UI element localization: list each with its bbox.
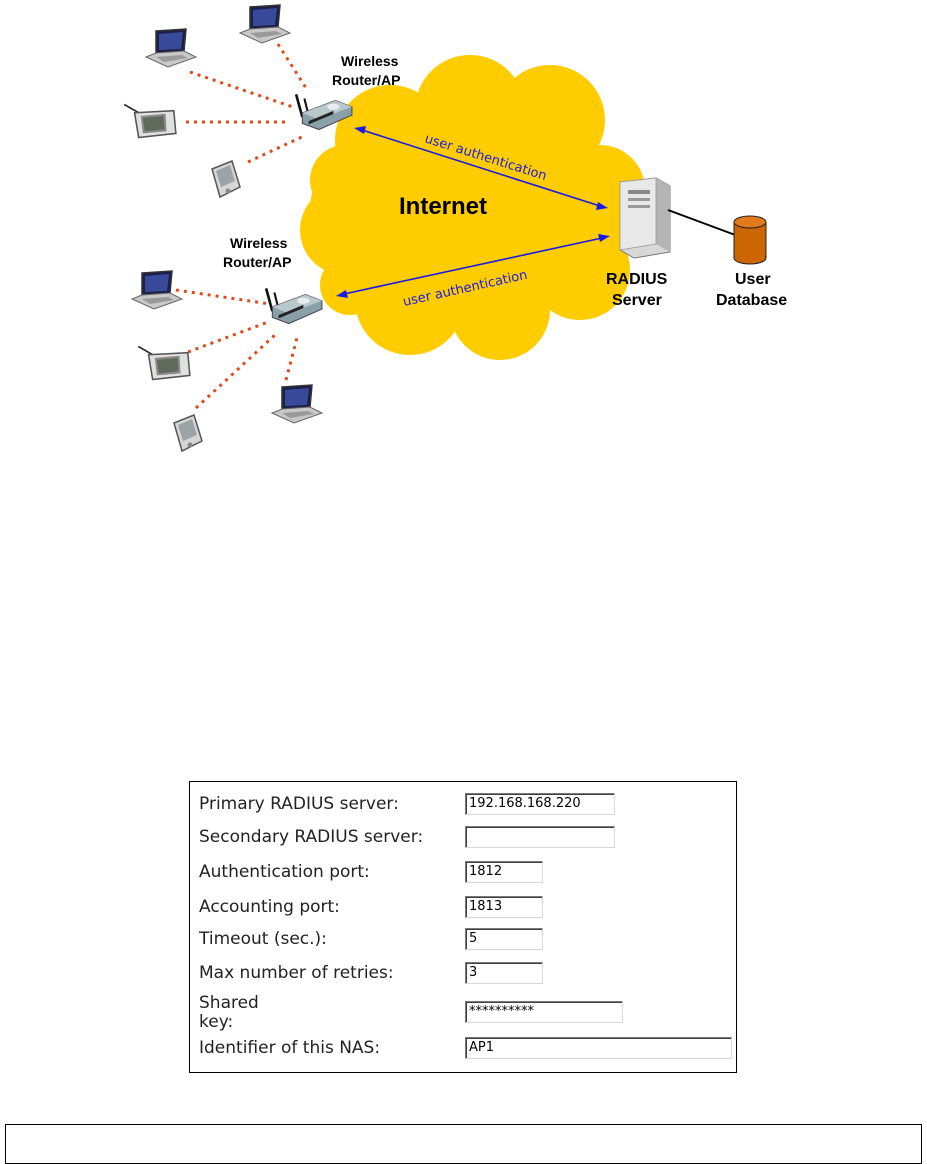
radius-settings-form: Primary RADIUS server: 192.168.168.220 S…: [189, 781, 737, 1073]
laptop-icon: [239, 4, 291, 44]
wireless-links-top: [186, 43, 308, 164]
auth-port-input[interactable]: 1812: [465, 861, 543, 883]
secondary-server-label: Secondary RADIUS server:: [199, 827, 424, 847]
shared-key-input[interactable]: **********: [465, 1001, 623, 1023]
server-icon: [619, 177, 671, 259]
router-bottom-label: Wireless Router/AP: [223, 235, 291, 270]
nas-identifier-input[interactable]: AP1: [465, 1037, 732, 1059]
auth-arrow-bottom: [336, 234, 610, 298]
network-diagram: Internet Wireless Router/AP Wireless Rou…: [123, 4, 787, 452]
server-db-link: [667, 209, 739, 237]
internet-label: Internet: [399, 193, 487, 220]
handheld-icon: [173, 414, 203, 452]
user-database-label: User Database: [716, 271, 787, 309]
bottom-frame: [5, 1124, 922, 1164]
shared-key-label-line2: key:: [199, 1012, 234, 1032]
laptop-icon: [271, 384, 323, 424]
accounting-port-input[interactable]: 1813: [465, 896, 543, 918]
router-icon: [264, 287, 324, 325]
handheld-icon: [211, 160, 241, 198]
retries-input[interactable]: 3: [465, 962, 543, 984]
pda-icon: [137, 345, 191, 381]
retries-label: Max number of retries:: [199, 963, 394, 983]
auth-port-label: Authentication port:: [199, 862, 370, 882]
laptop-icon: [145, 28, 197, 68]
primary-server-input[interactable]: 192.168.168.220: [465, 793, 615, 815]
auth-arrow-top: [354, 126, 608, 210]
radius-server-label: RADIUS Server: [606, 271, 672, 309]
pda-icon: [123, 103, 177, 139]
database-icon: [733, 215, 767, 265]
primary-server-label: Primary RADIUS server:: [199, 794, 399, 814]
secondary-server-input[interactable]: [465, 826, 615, 848]
internet-cloud: [300, 55, 645, 360]
shared-key-label-line1: Shared: [199, 993, 259, 1013]
router-top-label: Wireless Router/AP: [332, 53, 402, 88]
nas-identifier-label: Identifier of this NAS:: [199, 1038, 381, 1058]
timeout-label: Timeout (sec.):: [199, 929, 327, 949]
timeout-input[interactable]: 5: [465, 928, 543, 950]
accounting-port-label: Accounting port:: [199, 897, 340, 917]
wireless-links-bottom: [175, 288, 300, 410]
laptop-icon: [131, 270, 183, 310]
